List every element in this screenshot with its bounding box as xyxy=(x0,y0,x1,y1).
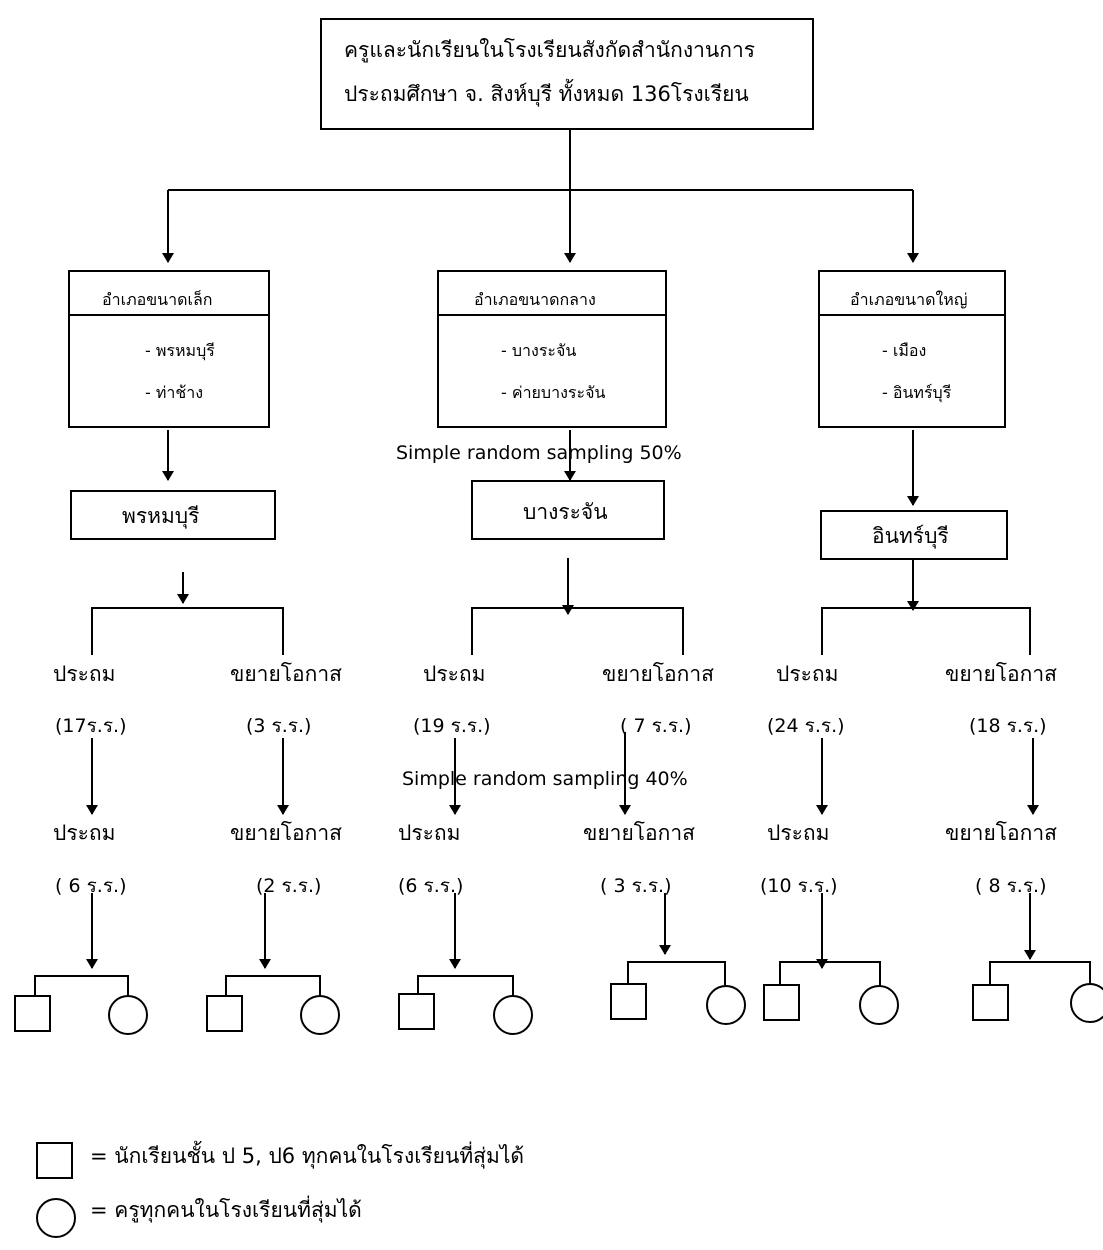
stratum-total: (19 ร.ร.) xyxy=(413,715,491,737)
stratum-type: ขยายโอกาส xyxy=(230,662,342,686)
stratum-total: (24 ร.ร.) xyxy=(767,715,845,737)
district-item: - ค่ายบางระจัน xyxy=(501,383,606,402)
sample-count: ( 3 ร.ร.) xyxy=(600,875,672,897)
sample-type: ขยายโอกาส xyxy=(230,821,342,845)
legend-square-text: = นักเรียนชั้น ป 5, ป6 ทุกคนในโรงเรียนที… xyxy=(90,1144,525,1168)
district-group-title: อำเภอขนาดใหญ่ xyxy=(850,290,968,309)
student-square-icon xyxy=(398,993,435,1030)
teacher-circle-icon xyxy=(1070,983,1103,1023)
student-square-icon xyxy=(763,984,800,1021)
district-item: - พรหมบุรี xyxy=(145,341,215,360)
stratum-total: (18 ร.ร.) xyxy=(969,715,1047,737)
sample-count: (6 ร.ร.) xyxy=(398,875,464,897)
school-sampling-label: Simple random sampling 40% xyxy=(402,768,688,790)
selected-district-label: อินทร์บุรี xyxy=(872,524,949,548)
sample-type: ประถม xyxy=(53,821,116,845)
sample-count: (10 ร.ร.) xyxy=(760,875,838,897)
sample-type: ประถม xyxy=(398,821,461,845)
stratum-total: (17ร.ร.) xyxy=(55,715,127,737)
selected-district-label: พรหมบุรี xyxy=(122,504,200,528)
student-square-icon xyxy=(14,995,51,1032)
district-sampling-label: Simple random sampling 50% xyxy=(396,442,682,464)
group-title-divider xyxy=(439,314,665,316)
legend-circle-icon xyxy=(36,1198,76,1238)
stratum-type: ประถม xyxy=(423,662,486,686)
student-square-icon xyxy=(972,984,1009,1021)
selected-district-label: บางระจัน xyxy=(523,500,608,524)
district-group-title: อำเภอขนาดกลาง xyxy=(474,290,596,309)
district-item: - ท่าช้าง xyxy=(145,383,204,402)
district-item: - อินทร์บุรี xyxy=(882,383,952,402)
stratum-type: ประถม xyxy=(53,662,116,686)
population-box: ครูและนักเรียนในโรงเรียนสังกัดสำนักงานกา… xyxy=(320,18,814,130)
population-line-2: ประถมศึกษา จ. สิงห์บุรี ทั้งหมด 136โรงเร… xyxy=(344,82,749,106)
selected-district-large: อินทร์บุรี xyxy=(820,510,1008,560)
district-group-title: อำเภอขนาดเล็ก xyxy=(102,290,213,309)
teacher-circle-icon xyxy=(493,995,533,1035)
stratum-total: (3 ร.ร.) xyxy=(246,715,312,737)
sample-type: ขยายโอกาส xyxy=(583,821,695,845)
sample-count: ( 8 ร.ร.) xyxy=(975,875,1047,897)
teacher-circle-icon xyxy=(108,995,148,1035)
stratum-type: ขยายโอกาส xyxy=(602,662,714,686)
district-item: - บางระจัน xyxy=(501,341,577,360)
selected-district-medium: บางระจัน xyxy=(471,480,665,540)
legend-circle-text: = ครูทุกคนในโรงเรียนที่สุ่มได้ xyxy=(90,1198,362,1222)
group-title-divider xyxy=(70,314,268,316)
teacher-circle-icon xyxy=(300,995,340,1035)
teacher-circle-icon xyxy=(859,985,899,1025)
sample-count: ( 6 ร.ร.) xyxy=(55,875,127,897)
sample-type: ประถม xyxy=(767,821,830,845)
population-line-1: ครูและนักเรียนในโรงเรียนสังกัดสำนักงานกา… xyxy=(344,38,756,62)
teacher-circle-icon xyxy=(706,985,746,1025)
sample-count: (2 ร.ร.) xyxy=(256,875,322,897)
stratum-total: ( 7 ร.ร.) xyxy=(620,715,692,737)
stratum-type: ประถม xyxy=(776,662,839,686)
legend-square-icon xyxy=(36,1142,73,1179)
district-group-medium: อำเภอขนาดกลาง - บางระจัน - ค่ายบางระจัน xyxy=(437,270,667,428)
student-square-icon xyxy=(206,995,243,1032)
student-square-icon xyxy=(610,983,647,1020)
sample-type: ขยายโอกาส xyxy=(945,821,1057,845)
district-item: - เมือง xyxy=(882,341,927,360)
selected-district-small: พรหมบุรี xyxy=(70,490,276,540)
group-title-divider xyxy=(820,314,1004,316)
stratum-type: ขยายโอกาส xyxy=(945,662,1057,686)
district-group-large: อำเภอขนาดใหญ่ - เมือง - อินทร์บุรี xyxy=(818,270,1006,428)
district-group-small: อำเภอขนาดเล็ก - พรหมบุรี - ท่าช้าง xyxy=(68,270,270,428)
